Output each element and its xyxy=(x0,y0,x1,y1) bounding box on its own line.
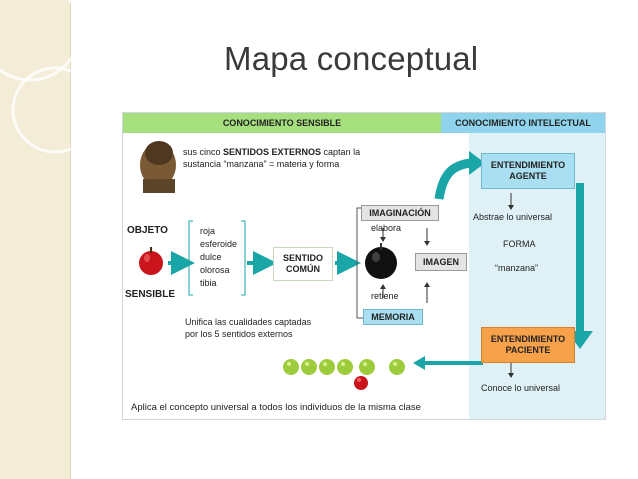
aplica-caption: Aplica el concepto universal a todos los… xyxy=(131,402,421,413)
unifica-line-1: Unifica las cualidades captadas xyxy=(185,317,312,327)
memoria-box: MEMORIA xyxy=(363,309,423,325)
agente-line-1: ENTENDIMIENTO xyxy=(490,160,566,170)
imaginacion-box: IMAGINACIÓN xyxy=(361,205,439,221)
retiene-label: retiene xyxy=(371,291,399,301)
paciente-line-1: ENTENDIMIENTO xyxy=(490,334,566,344)
forma-label: FORMA xyxy=(503,239,536,249)
conoce-label: Conoce lo universal xyxy=(481,383,561,393)
black-apple-icon xyxy=(365,243,397,279)
sensible-label: SENSIBLE xyxy=(125,289,176,300)
imagen-box: IMAGEN xyxy=(415,253,467,271)
entendimiento-paciente-box: ENTENDIMIENTO PACIENTE xyxy=(481,327,575,363)
header-sensible: CONOCIMIENTO SENSIBLE xyxy=(123,113,441,133)
entendimiento-agente-box: ENTENDIMIENTO AGENTE xyxy=(481,153,575,189)
green-apples-row-icon xyxy=(283,359,405,375)
agente-line-2: AGENTE xyxy=(509,171,547,181)
small-red-apple-icon xyxy=(354,376,368,390)
quality-item: esferoide xyxy=(200,239,238,249)
quality-item: tibia xyxy=(200,278,217,288)
diagram-connectors xyxy=(139,141,593,390)
header-intelectual: CONOCIMIENTO INTELECTUAL xyxy=(441,113,605,133)
sentido-comun-line-2: COMÚN xyxy=(286,264,320,274)
objeto-label: OBJETO xyxy=(127,225,168,236)
quality-item: roja xyxy=(200,226,216,236)
decorative-circles-icon xyxy=(0,0,99,154)
sentidos-line-1: sus cinco SENTIDOS EXTERNOS captan la xyxy=(183,147,361,157)
paciente-line-2: PACIENTE xyxy=(505,345,551,355)
elabora-label: elabora xyxy=(371,223,402,233)
sentidos-line-2: sustancia “manzana” = materia y forma xyxy=(183,159,340,169)
abstrae-label: Abstrae lo universal xyxy=(473,212,553,222)
quality-item: olorosa xyxy=(200,265,230,275)
philosopher-bust-icon xyxy=(140,141,176,193)
slide-title: Mapa conceptual xyxy=(224,40,479,77)
unifica-line-2: por los 5 sentidos externos xyxy=(185,329,293,339)
red-apple-icon xyxy=(139,247,163,275)
sentido-comun-line-1: SENTIDO xyxy=(282,253,323,263)
slide-sidebar xyxy=(0,0,99,479)
sentido-comun-box: SENTIDO COMÚN xyxy=(273,247,333,281)
quality-item: dulce xyxy=(200,252,222,262)
concept-map: CONOCIMIENTO SENSIBLE CONOCIMIENTO INTEL… xyxy=(122,112,606,420)
manzana-label: “manzana” xyxy=(495,263,539,273)
